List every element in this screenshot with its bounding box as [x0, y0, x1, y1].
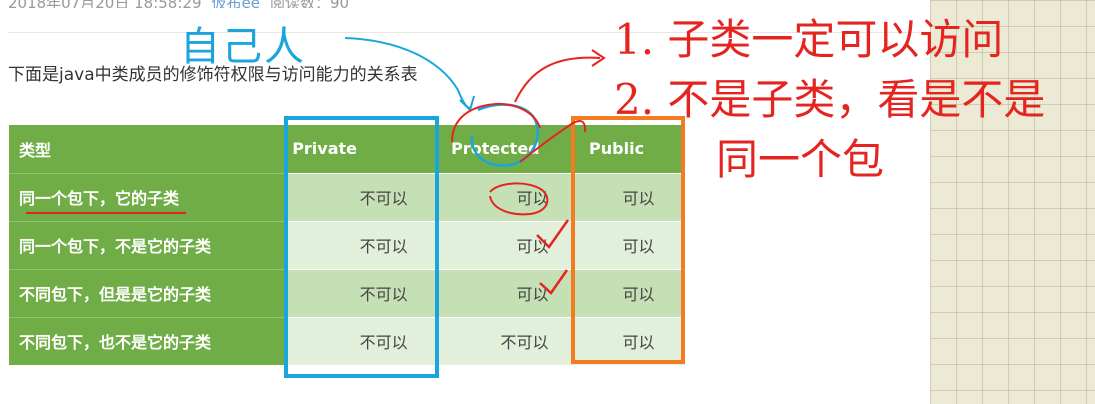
intro-text: 下面是java中类成员的修饰符权限与访问能力的关系表: [8, 65, 418, 85]
row-label: 不同包下，但是是它的子类: [9, 268, 286, 317]
cell-private: 不可以: [285, 172, 439, 221]
background-grid-paper: [930, 0, 1095, 404]
table-row: 同一个包下，它的子类 不可以 可以 可以: [9, 172, 685, 221]
divider: [8, 32, 928, 33]
article-meta: 2018年07月20日 18:58:29 仮布ee 阅读数：90: [8, 0, 349, 8]
row-label: 不同包下，也不是它的子类: [9, 316, 286, 365]
author-link[interactable]: 仮布ee: [211, 0, 259, 8]
cell-private: 不可以: [285, 220, 439, 269]
red-arrow-curve: [514, 56, 601, 103]
annotation-note-1: 1. 子类一定可以访问: [614, 15, 1004, 64]
blue-arrow-head: [459, 95, 475, 112]
cell-private: 不可以: [285, 316, 439, 365]
view-count: 阅读数：90: [270, 0, 349, 8]
red-arrow-head: [591, 49, 606, 67]
header-protected: Protected: [438, 125, 576, 173]
cell-private: 不可以: [285, 268, 439, 317]
annotation-note-2: 2. 不是子类，看是不是: [614, 75, 1046, 124]
header-private: Private: [285, 125, 440, 173]
cell-protected: 可以: [438, 220, 575, 269]
post-date: 2018年07月20日 18:58:29: [8, 0, 201, 8]
cell-protected: 可以: [438, 172, 575, 221]
cell-public: 可以: [574, 220, 685, 269]
row-label: 同一个包下，它的子类: [9, 172, 286, 221]
table-row: 同一个包下，不是它的子类 不可以 可以 可以: [9, 220, 685, 269]
cell-public: 可以: [574, 268, 685, 317]
modifier-access-table: 类型 Private Protected Public 同一个包下，它的子类 不…: [9, 125, 685, 365]
header-public: Public: [574, 125, 685, 173]
row-label: 同一个包下，不是它的子类: [9, 220, 286, 269]
table-header-row: 类型 Private Protected Public: [9, 125, 685, 173]
table-row: 不同包下，但是是它的子类 不可以 可以 可以: [9, 268, 685, 317]
header-type: 类型: [9, 125, 287, 173]
cell-public: 可以: [574, 316, 685, 365]
cell-protected: 可以: [438, 268, 575, 317]
table-row: 不同包下，也不是它的子类 不可以 不可以 可以: [9, 316, 685, 365]
annotation-self: 自己人: [180, 24, 306, 70]
cell-public: 可以: [574, 172, 685, 221]
annotation-note-3: 同一个包: [716, 135, 885, 184]
cell-protected: 不可以: [438, 316, 575, 365]
